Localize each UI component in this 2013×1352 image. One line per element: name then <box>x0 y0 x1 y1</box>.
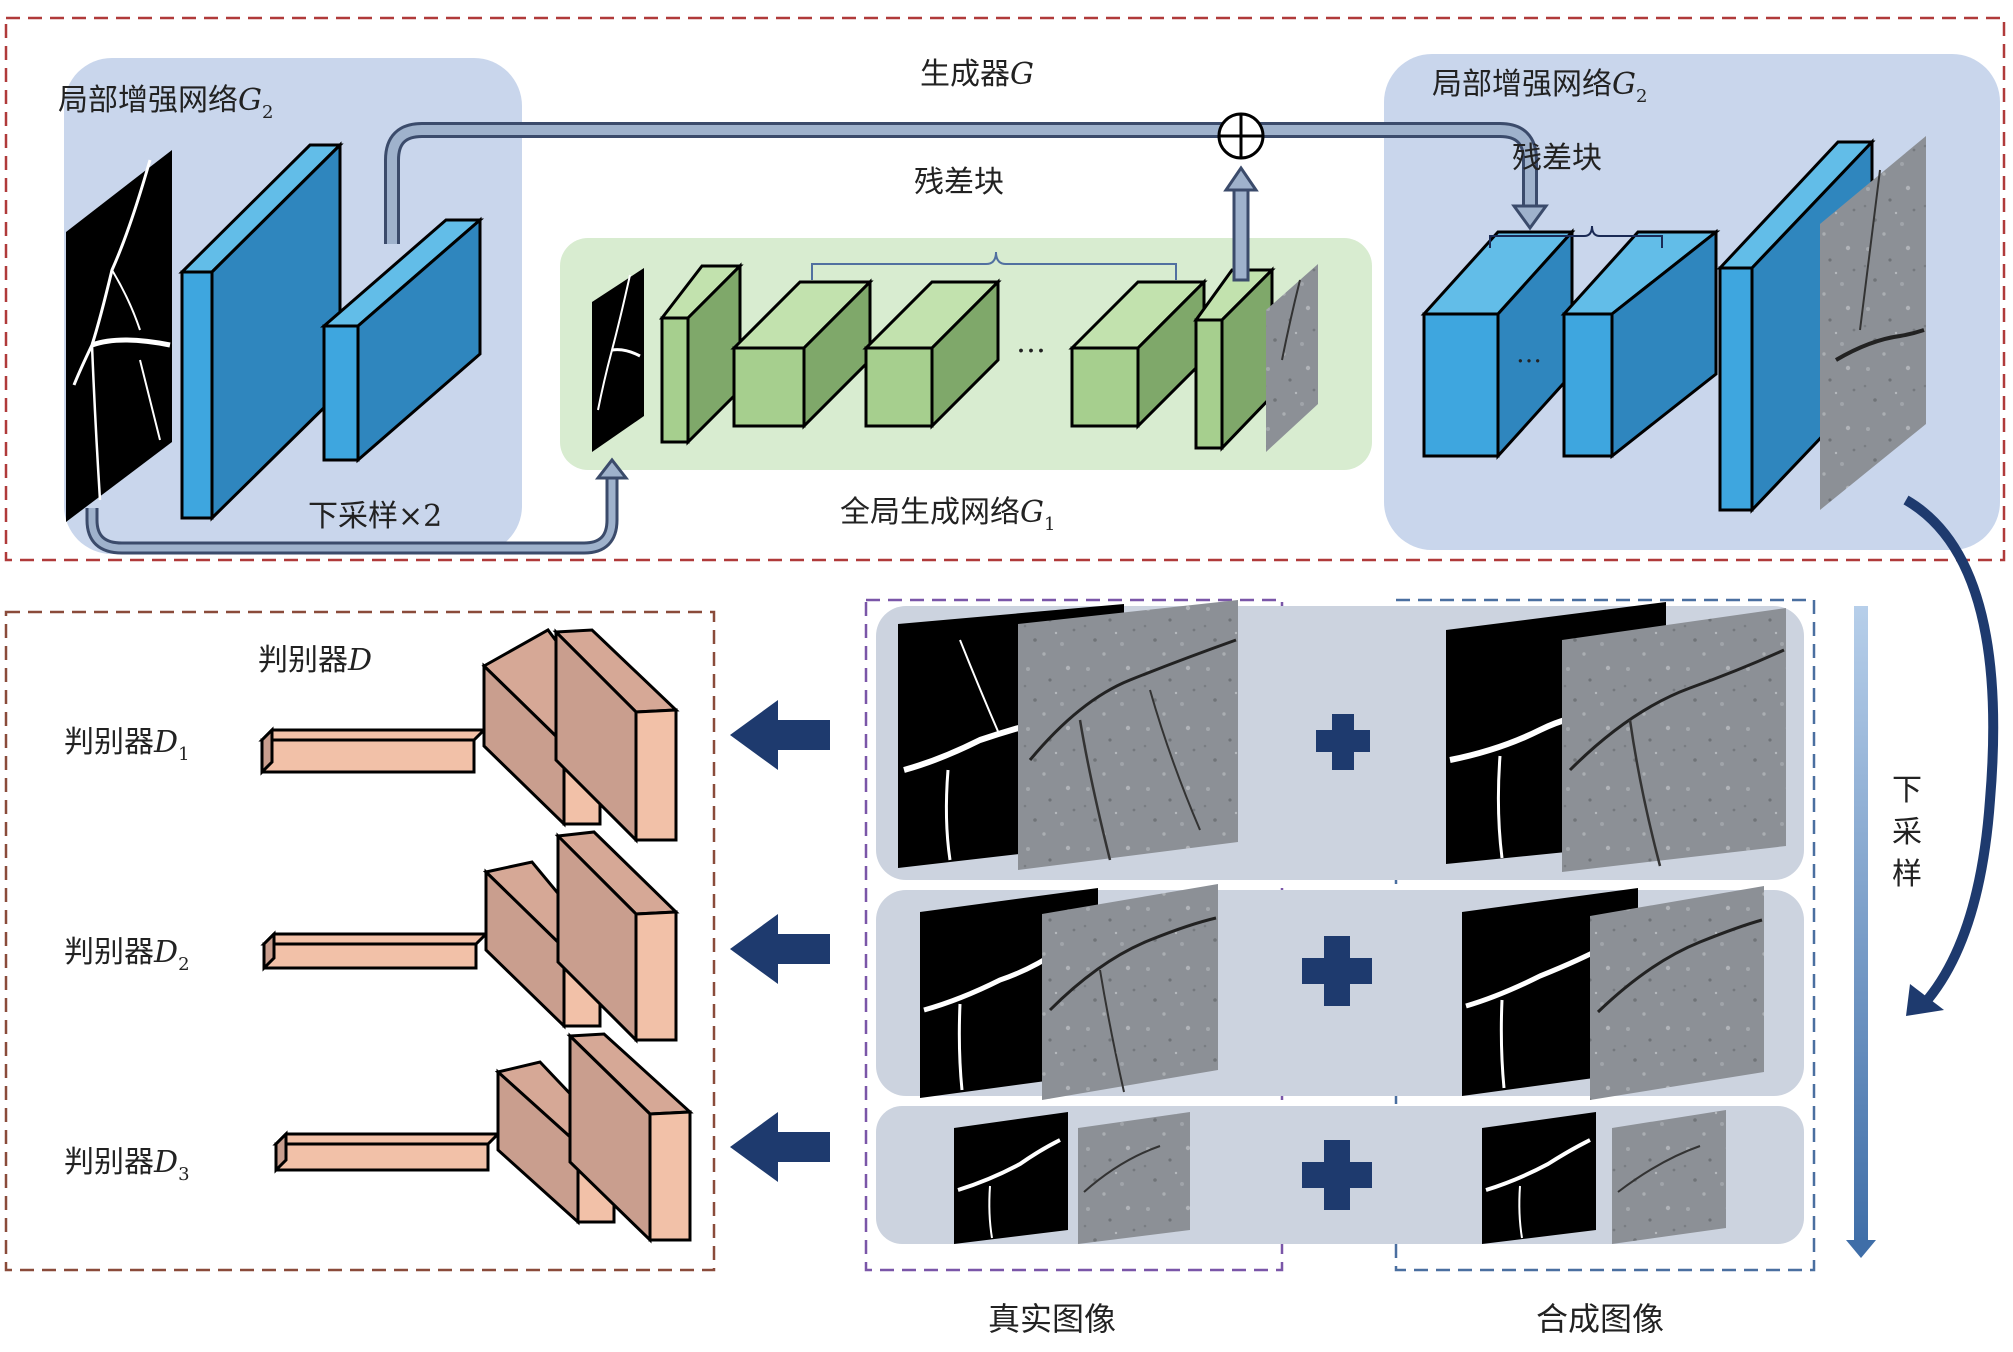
downsample-vertical-2: 采 <box>1892 815 1922 850</box>
discriminator-d2-label: 判别器D2 <box>64 935 190 975</box>
residual-label-right: 残差块 <box>1512 141 1602 176</box>
local-right-conv-layer-2 <box>1560 228 1721 460</box>
synth-pair-row-3 <box>1482 1110 1726 1244</box>
global-input-mask <box>592 268 644 452</box>
generator-to-images-curve <box>1903 495 1999 1008</box>
plus-sign-row-1 <box>1316 714 1370 770</box>
residual-block-3 <box>1068 278 1208 430</box>
downsample-arrowhead <box>594 457 630 480</box>
local-enhancer-left-label: 局部增强网络G2 <box>58 83 273 123</box>
synth-images-label: 合成图像 <box>1536 1300 1664 1338</box>
discriminator-outline <box>4 610 716 1272</box>
discriminator-d3-label: 判别器D3 <box>64 1145 190 1185</box>
generator-outline <box>4 16 2006 562</box>
real-pair-row-1 <box>898 600 1238 870</box>
skip-connection-arrowhead <box>1511 204 1549 231</box>
residual-brace-center <box>811 251 1177 280</box>
plus-sign-row-2 <box>1302 936 1372 1006</box>
real-pair-row-2 <box>920 884 1218 1100</box>
residual-block-1 <box>730 278 874 430</box>
discriminator-d2: 判别器D2 <box>64 830 680 1044</box>
discriminator-d3: 判别器D3 <box>64 1032 694 1244</box>
local-right-conv-layer-3 <box>1716 138 1876 514</box>
downsample-vertical-3: 样 <box>1892 857 1922 892</box>
sum-node <box>1217 112 1265 160</box>
global-output-image <box>1266 264 1318 452</box>
synth-pair-row-2 <box>1462 886 1764 1100</box>
downsample-vertical-1: 下 <box>1892 773 1922 808</box>
local-left-conv-layer-2 <box>319 216 485 464</box>
real-images-label: 真实图像 <box>988 1300 1116 1338</box>
global-generator-label: 全局生成网络G1 <box>840 495 1055 535</box>
local-left-conv-layer-1 <box>178 141 344 522</box>
global-conv-layer <box>658 262 744 446</box>
global-to-sum-pipe <box>1232 188 1250 282</box>
generator-output-image <box>1820 136 1926 510</box>
input-crack-mask <box>66 150 172 522</box>
downsample-label: 下采样×2 <box>308 499 442 534</box>
residual-ellipsis: … <box>1016 325 1046 360</box>
real-pair-row-3 <box>954 1112 1190 1244</box>
arrow-row-1 <box>730 700 830 770</box>
discriminator-title: 判别器D <box>258 643 372 678</box>
local-enhancer-right-label: 局部增强网络G2 <box>1432 67 1647 107</box>
residual-block-2 <box>862 278 1002 430</box>
residual-label-center: 残差块 <box>914 165 1004 200</box>
generator-title: 生成器G <box>920 57 1034 92</box>
arrow-row-2 <box>730 914 830 984</box>
discriminator-d1: 判别器D1 <box>64 628 680 844</box>
local-right-conv-layer-1 <box>1420 228 1576 460</box>
synth-images-outline <box>1394 598 1816 1272</box>
synth-pair-row-1 <box>1446 602 1786 872</box>
plus-sign-row-3 <box>1302 1140 1372 1210</box>
residual-brace-right <box>1489 225 1663 248</box>
local-ellipsis: … <box>1516 339 1542 369</box>
discriminator-d1-label: 判别器D1 <box>64 725 190 765</box>
arrow-row-3 <box>730 1112 830 1182</box>
downsample-gradient-bar <box>1854 606 1868 1246</box>
